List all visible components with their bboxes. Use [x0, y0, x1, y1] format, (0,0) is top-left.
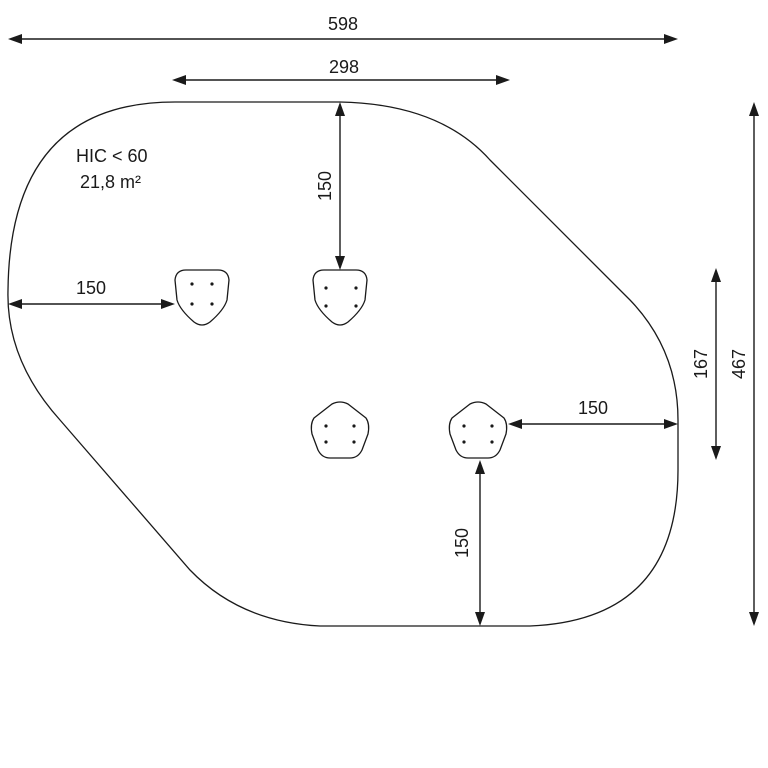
dimension-bottom-offset: 150 — [452, 460, 485, 626]
stepping-post — [448, 401, 508, 459]
dimension-overall-height: 467 — [729, 102, 759, 626]
safety-area-outline — [7, 101, 679, 627]
bottom-offset-label: 150 — [452, 528, 472, 558]
area-label: 21,8 m² — [80, 172, 141, 192]
right-offset-label: 150 — [578, 398, 608, 418]
dimension-top-offset: 150 — [315, 102, 345, 270]
overall-width-label: 598 — [328, 14, 358, 34]
hic-label: HIC < 60 — [76, 146, 148, 166]
top-offset-label: 150 — [315, 171, 335, 201]
dimension-right-offset: 150 — [508, 398, 678, 429]
right-height-label: 167 — [691, 349, 711, 379]
dimension-right-height: 167 — [691, 268, 721, 460]
stepping-post — [310, 401, 370, 459]
overall-height-label: 467 — [729, 349, 749, 379]
left-offset-label: 150 — [76, 278, 106, 298]
stepping-post — [174, 269, 230, 326]
dimension-overall-width: 598 — [8, 14, 678, 44]
stepping-post — [312, 269, 368, 326]
dimension-top-width: 298 — [172, 57, 510, 85]
dimension-left-offset: 150 — [8, 278, 175, 309]
top-width-label: 298 — [329, 57, 359, 77]
